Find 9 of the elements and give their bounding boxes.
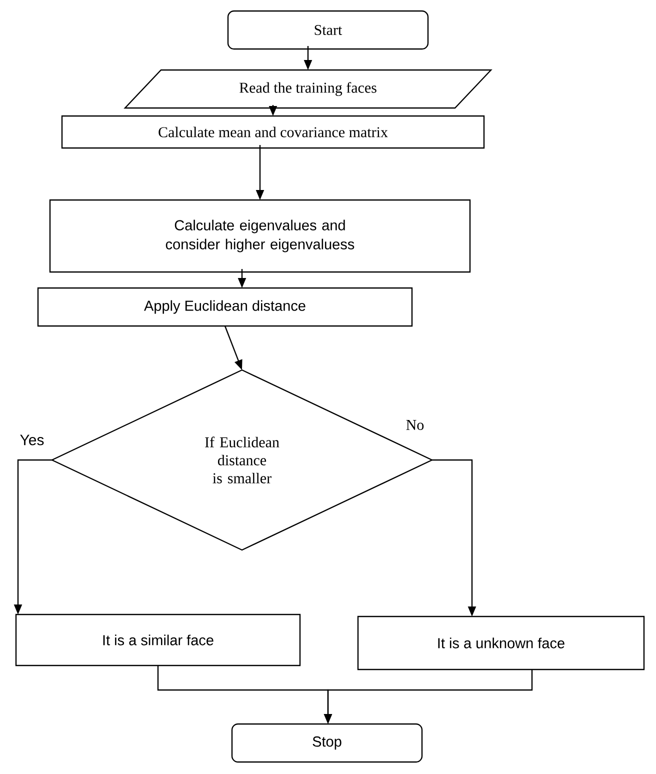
start-terminal: Start (227, 10, 429, 50)
process-box: Apply Euclidean distance (37, 287, 413, 327)
process-box: Calculate mean and covariance matrix (61, 115, 485, 149)
edge-label: No (404, 419, 426, 431)
edge-label: Yes (18, 434, 46, 446)
process-box: Calculate eigenvalues and consider higher eigenvaluess (49, 199, 471, 273)
stop-terminal: Stop (231, 723, 423, 763)
output-box: It is a unknown face (357, 616, 645, 670)
output-box: It is a similar face (15, 614, 301, 666)
